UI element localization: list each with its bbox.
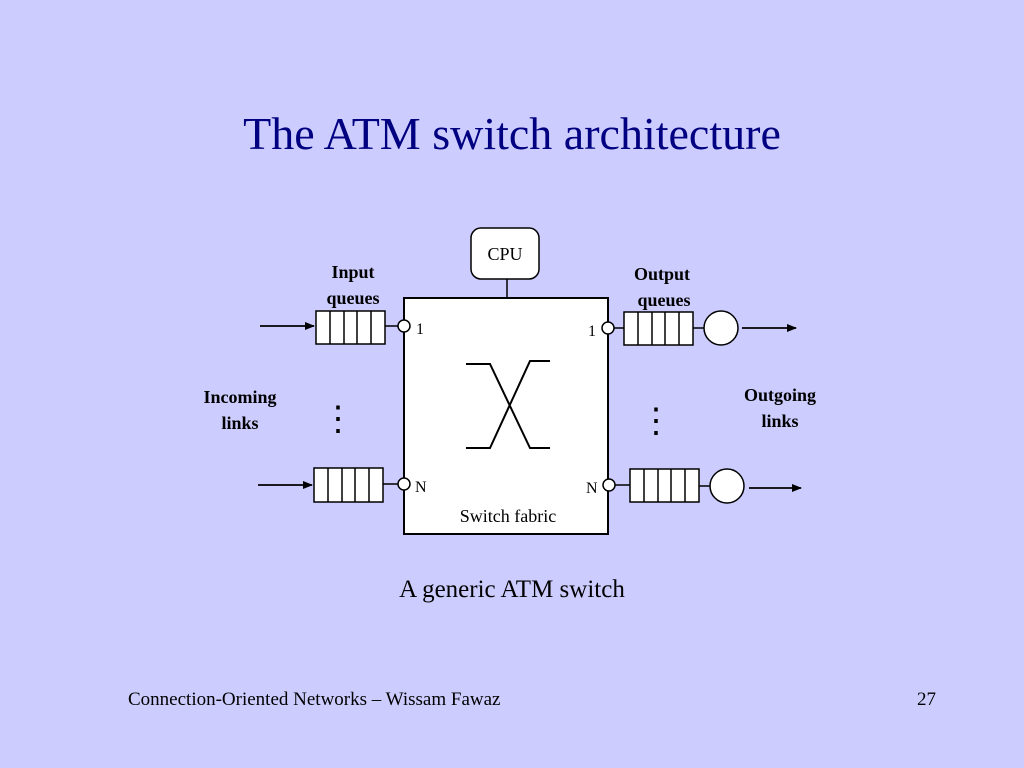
input-queues-label-line-2: queues xyxy=(326,288,379,308)
input-ellipsis: ⋮ xyxy=(321,401,355,438)
output-queues-label-line-1: Output xyxy=(634,264,690,284)
output-port-n-label: N xyxy=(586,480,598,497)
output-ellipsis: ⋮ xyxy=(639,403,673,440)
output-link-1 xyxy=(601,310,797,346)
cpu-label: CPU xyxy=(487,244,522,264)
incoming-links-label-line-2: links xyxy=(221,413,258,433)
output-port-1-label: 1 xyxy=(588,323,596,340)
input-port-n-label: N xyxy=(415,479,427,496)
switch-fabric-label: Switch fabric xyxy=(460,506,556,526)
input-queues-label-line-1: Input xyxy=(331,262,374,282)
slide-footer: Connection-Oriented Networks – Wissam Fa… xyxy=(128,689,501,710)
input-port-1 xyxy=(397,319,411,333)
incoming-links-label-line-1: Incoming xyxy=(203,387,276,407)
output-queue-n xyxy=(629,468,700,503)
input-link-n xyxy=(258,467,411,503)
outgoing-links-label-line-1: Outgoing xyxy=(744,385,816,405)
output-server-n xyxy=(709,468,745,504)
crossbar-icon xyxy=(466,360,550,449)
page-number: 27 xyxy=(917,689,936,710)
output-server-1 xyxy=(703,310,739,346)
input-port-1-label: 1 xyxy=(416,321,424,338)
output-link-n xyxy=(602,468,802,504)
output-port-n xyxy=(602,478,616,492)
switch-fabric: Switch fabric 1 1 N N xyxy=(403,297,609,535)
cpu-box: CPU xyxy=(470,227,540,280)
outgoing-links-label-line-2: links xyxy=(761,411,798,431)
input-link-1 xyxy=(260,310,411,345)
output-port-1 xyxy=(601,321,615,335)
output-queues-label-line-2: queues xyxy=(637,290,690,310)
slide-title: The ATM switch architecture xyxy=(243,108,781,159)
input-port-n xyxy=(397,477,411,491)
input-queue-1 xyxy=(315,310,386,345)
input-queue-n xyxy=(313,467,384,503)
output-queue-1 xyxy=(623,311,694,346)
diagram-caption: A generic ATM switch xyxy=(399,576,625,603)
